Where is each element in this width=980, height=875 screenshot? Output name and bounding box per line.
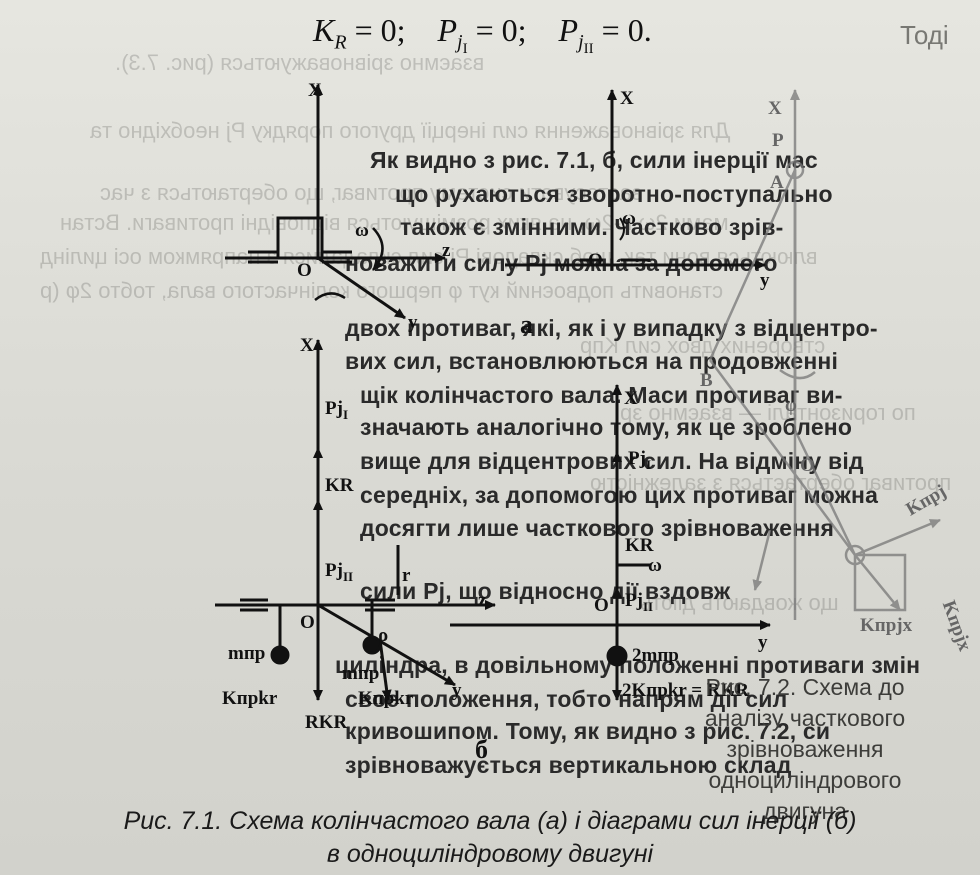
fig72-caption-line-3: зрівноваження (726, 736, 884, 762)
label-a-fig: a (520, 310, 533, 339)
fig72-label-o: O (800, 455, 815, 476)
mid-line-4: новажити силу Pj можна за допомого (345, 250, 778, 276)
fig72-label-knpx: Kпрjx (860, 615, 913, 636)
mid-line-2: що рухаються зворотно-поступально (395, 181, 833, 207)
formula-line: KR = 0; PjI = 0; PjII = 0. (313, 12, 652, 58)
fig-b-right (450, 384, 771, 701)
fig72-label-phi: φ (785, 395, 797, 416)
mid-line-14: свое положення, тобто напрям дії сил (345, 686, 788, 712)
label-kr-b2: KR (625, 535, 654, 556)
label-pj2-b2: PjII (625, 590, 654, 614)
label-mnp-b1: mпр (228, 643, 266, 664)
mid-line-11: досягти лише часткового зрівноваження (360, 515, 835, 541)
label-pj2-b: PjII (325, 560, 354, 584)
mid-line-6: вих сил, встановлюються на продовженні (345, 348, 839, 374)
label-x-b2: X (624, 388, 638, 409)
label-z-b: z (478, 590, 487, 611)
label-omega-a: ω (355, 220, 369, 241)
mid-line-15: кривошипом. Тому, як видно з рис. 7.2, с… (345, 718, 831, 744)
label-rkr-b: RKR (305, 712, 348, 733)
label-r-b: r (402, 565, 411, 586)
label-x-b: X (300, 335, 314, 356)
mid-line-5: двох противаг, які, як і у випадку з від… (345, 315, 878, 341)
fig-7-2 (708, 89, 941, 620)
label-rho-b: ρ (378, 625, 389, 646)
caption-line-2: в одноциліндровому двигуні (326, 840, 654, 868)
mid-line-7: щік колінчастого вала. Маси противаг ви- (360, 382, 843, 408)
top-right-word: Тоді (900, 20, 949, 50)
label-o-b2: O (594, 595, 609, 616)
fig72-caption-line-4: одноциліндрового (708, 767, 902, 793)
mid-line-10: середніх, за допомогою цих противаг можн… (360, 482, 879, 508)
label-o-a: O (297, 260, 312, 281)
label-omega-a2: ω (622, 208, 636, 229)
label-y-b: y (452, 680, 462, 701)
label-z-a: z (442, 240, 451, 261)
mid-line-1: Як видно з рис. 7.1, б, сили інерції мас (370, 147, 818, 173)
mid-line-16: зрівноважується вертикальною склад (345, 752, 792, 778)
label-kr-b: KR (325, 475, 354, 496)
label-y-a2: y (760, 270, 770, 291)
label-o-a2: O (588, 250, 603, 271)
fig72-label-p: P (772, 130, 784, 151)
fig72-caption-line-2: аналізу часткового (704, 705, 906, 731)
label-y-a: y (408, 312, 418, 333)
caption-line-1: Рис. 7.1. Схема колінчастого вала (а) і … (123, 807, 857, 835)
mid-line-13: циліндра, в довільному положенні протива… (335, 652, 921, 678)
label-omega-b2: ω (648, 555, 662, 576)
fig72-label-a: A (770, 172, 784, 193)
mid-line-8: значають аналогічно тому, як це зроблено (360, 414, 853, 440)
label-mnp-b2: mпр (342, 663, 380, 684)
label-b-fig: б (475, 735, 488, 764)
fig-a-right-axes (505, 89, 766, 270)
fig72-label-x: X (768, 98, 782, 119)
label-o-b: O (300, 612, 315, 633)
fig-b-left (215, 339, 496, 701)
label-pj1-b: PjI (325, 398, 348, 422)
label-knpkr-b1: Kпрkr (222, 688, 278, 709)
mid-line-12: сили Pj, що відносно дії вздовж (360, 578, 731, 604)
label-2knpkr-b2: 2Kпрkr = RKR (622, 680, 749, 701)
label-2mnp-b2: 2mпр (632, 645, 679, 666)
label-x-a2: X (620, 88, 634, 109)
fig72-caption-line-1: Рис. 7.2. Схема до (705, 674, 905, 700)
fig72-caption: Рис. 7.2. Схема до аналізу часткового зр… (655, 672, 955, 827)
label-pj1-b2: PjI (628, 448, 651, 472)
label-y-b2: y (758, 632, 768, 653)
mid-line-3: також є змінними. Частково зрів- (400, 214, 784, 240)
fig72-label-b: B (700, 370, 713, 391)
fig72-caption-line-5: двигуна (763, 798, 847, 824)
label-knpkr-b2: Kпрkr (358, 688, 414, 709)
label-x-a: X (308, 80, 322, 101)
figure-caption: Рис. 7.1. Схема колінчастого вала (а) і … (0, 805, 980, 871)
fig-a-crankshaft (225, 84, 446, 320)
